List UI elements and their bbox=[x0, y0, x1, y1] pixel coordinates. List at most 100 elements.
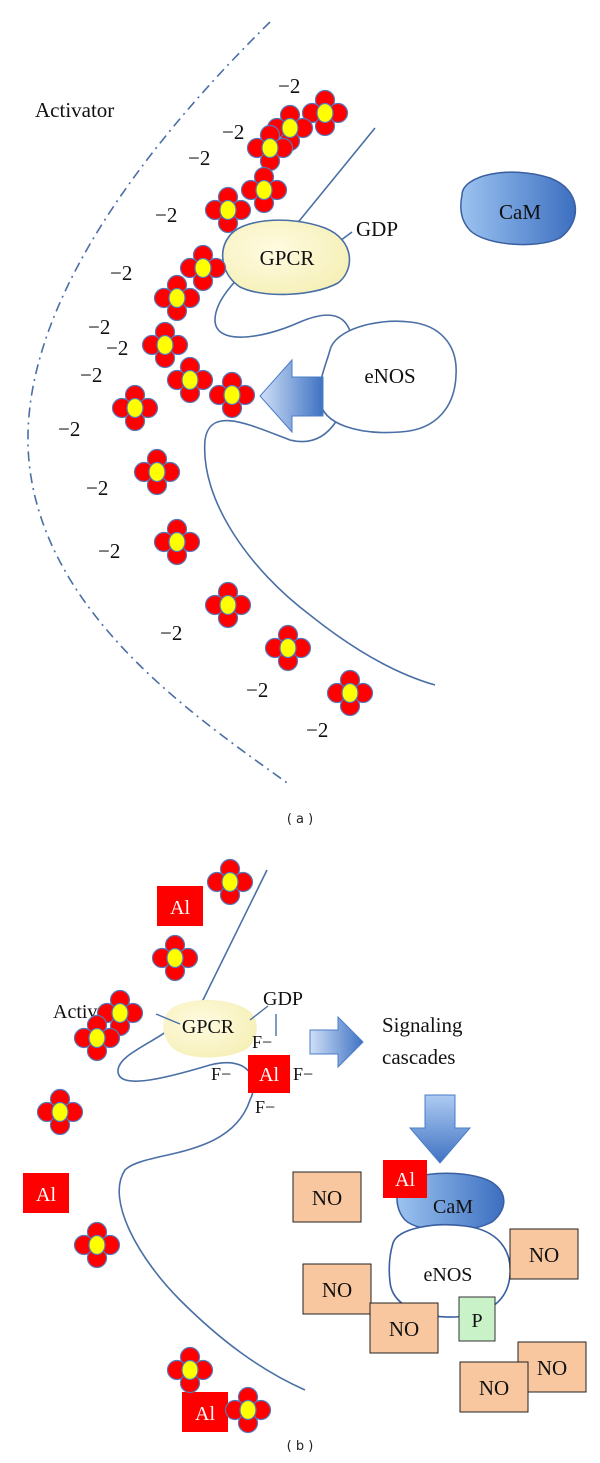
phosphorus-atom bbox=[223, 384, 241, 406]
al-label-cam: Al bbox=[395, 1169, 415, 1191]
phosphate-molecule bbox=[204, 186, 252, 234]
phosphorus-atom bbox=[221, 871, 239, 893]
al-label-complex: Al bbox=[259, 1064, 279, 1086]
phosphorus-atom bbox=[88, 1027, 106, 1049]
no-label: NO bbox=[479, 1376, 509, 1400]
phosphate-molecule bbox=[240, 166, 288, 214]
p-label: P bbox=[471, 1310, 482, 1332]
phosphorus-atom bbox=[194, 257, 212, 279]
phosphate-molecule bbox=[166, 356, 214, 404]
panel-b: GPCR Activator GDP Al F− F− F− F− Signal… bbox=[23, 858, 587, 1454]
no-box: NO bbox=[369, 1302, 439, 1354]
cell-membrane-b bbox=[117, 869, 306, 1391]
phosphate-molecule bbox=[208, 371, 256, 419]
al-label-top: Al bbox=[170, 897, 190, 919]
extracellular-boundary bbox=[27, 21, 291, 786]
gpcr-blob bbox=[221, 219, 351, 296]
no-label: NO bbox=[529, 1243, 559, 1267]
phosphorus-atom bbox=[168, 531, 186, 553]
signaling-label: Signaling bbox=[382, 1013, 463, 1037]
cam-label-b: CaM bbox=[433, 1196, 473, 1218]
phosphorus-atom bbox=[261, 137, 279, 159]
phosphorus-atom bbox=[168, 287, 186, 309]
phosphorus-atom bbox=[219, 594, 237, 616]
phosphate-molecule bbox=[224, 1386, 272, 1434]
charge-label: −2 bbox=[110, 261, 132, 285]
charge-label: −2 bbox=[58, 417, 80, 441]
cam-blob bbox=[460, 171, 576, 246]
caption-a: ( a ) bbox=[287, 812, 313, 827]
phosphorus-atom bbox=[166, 947, 184, 969]
charge-label: −2 bbox=[80, 363, 102, 387]
fluoride-bottom: F− bbox=[255, 1097, 275, 1117]
phosphate-molecule bbox=[204, 581, 252, 629]
phosphorus-atom bbox=[279, 637, 297, 659]
phosphorus-atom bbox=[126, 397, 144, 419]
signaling-arrow bbox=[309, 1015, 364, 1069]
charge-label: −2 bbox=[246, 678, 268, 702]
al-box-left bbox=[23, 1173, 69, 1213]
phosphate-molecule bbox=[179, 244, 227, 292]
charge-label: −2 bbox=[188, 146, 210, 170]
al-box-top bbox=[157, 886, 203, 926]
gpcr-blob-b bbox=[163, 1000, 257, 1058]
caption-b: ( b ) bbox=[287, 1439, 314, 1454]
activator-label: Activator bbox=[35, 98, 114, 122]
gdp-label-b: GDP bbox=[263, 988, 303, 1010]
panel-a: GPCR GDP CaM eNOS Activator −2−2−2−2−2−2… bbox=[27, 21, 576, 827]
phosphorus-atom bbox=[255, 179, 273, 201]
phosphorus-atom bbox=[239, 1399, 257, 1421]
phosphate-molecule bbox=[166, 1346, 214, 1394]
fluoride-left: F− bbox=[211, 1064, 231, 1084]
cam-label: CaM bbox=[499, 200, 541, 224]
no-box: NO bbox=[459, 1361, 529, 1413]
enos-label-b: eNOS bbox=[424, 1264, 473, 1286]
no-box: NO bbox=[292, 1171, 362, 1223]
phosphate-molecule bbox=[301, 89, 349, 137]
phosphorus-atom bbox=[111, 1002, 129, 1024]
phosphorus-atom bbox=[181, 369, 199, 391]
phosphorus-atom bbox=[219, 199, 237, 221]
phosphate-molecule bbox=[153, 518, 201, 566]
phosphate-molecule bbox=[206, 858, 254, 906]
phosphate-molecule bbox=[326, 669, 374, 717]
al-box-complex bbox=[248, 1055, 290, 1093]
charge-label: −2 bbox=[222, 120, 244, 144]
enos-blob-b bbox=[388, 1223, 511, 1318]
activation-arrow bbox=[259, 358, 324, 434]
charge-label: −2 bbox=[86, 476, 108, 500]
phosphate-molecule bbox=[111, 384, 159, 432]
phosphorus-atom bbox=[148, 461, 166, 483]
gdp-label: GDP bbox=[356, 217, 398, 241]
al-box-cam bbox=[383, 1160, 427, 1198]
phosphate-molecule bbox=[141, 321, 189, 369]
phosphate-molecule bbox=[73, 1221, 121, 1269]
no-box: NO bbox=[302, 1263, 372, 1315]
charge-label: −2 bbox=[160, 621, 182, 645]
cascades-label: cascades bbox=[382, 1045, 455, 1069]
charge-label: −2 bbox=[106, 336, 128, 360]
phosphorus-atom bbox=[156, 334, 174, 356]
gpcr-label-b: GPCR bbox=[182, 1016, 235, 1038]
enos-label: eNOS bbox=[364, 364, 415, 388]
gdp-connector-b bbox=[249, 1005, 269, 1021]
phosphate-molecule bbox=[73, 1014, 121, 1062]
phosphate-molecule bbox=[36, 1088, 84, 1136]
al-box-bottom bbox=[182, 1392, 228, 1432]
phosphate-molecule bbox=[266, 104, 314, 152]
no-label: NO bbox=[312, 1186, 342, 1210]
charge-label: −2 bbox=[155, 203, 177, 227]
phosphorus-atom bbox=[51, 1101, 69, 1123]
al-label-left: Al bbox=[36, 1184, 56, 1206]
fluoride-right: F− bbox=[293, 1064, 313, 1084]
charge-label: −2 bbox=[88, 315, 110, 339]
phosphate-molecule bbox=[246, 124, 294, 172]
phosphate-molecule-group-b bbox=[36, 858, 272, 1434]
phosphate-molecule bbox=[151, 934, 199, 982]
charge-label-group: −2−2−2−2−2−2−2−2−2−2−2−2−2−2 bbox=[58, 74, 328, 742]
no-label: NO bbox=[537, 1356, 567, 1380]
fluoride-top: F− bbox=[252, 1032, 272, 1052]
activator-pointer bbox=[155, 1013, 181, 1025]
